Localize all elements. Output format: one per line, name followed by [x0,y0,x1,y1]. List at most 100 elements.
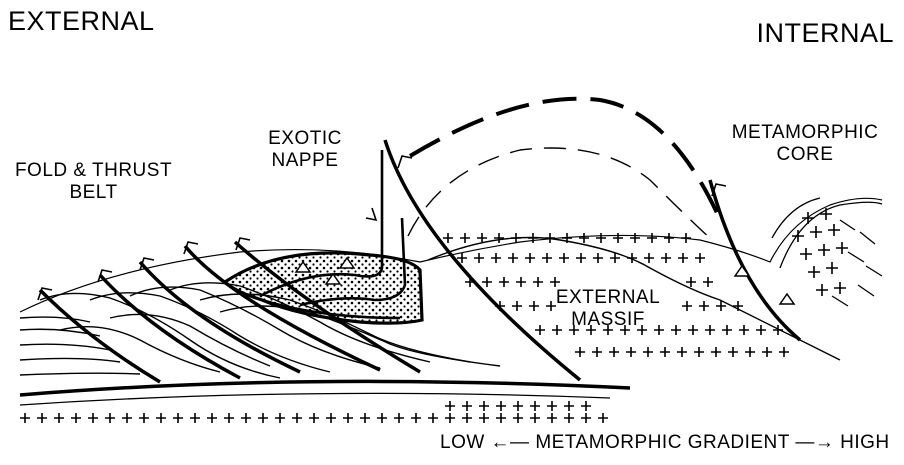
plus-symbol [156,413,166,423]
eroded-nappe-thin-dashed [408,148,712,240]
plus-symbol [462,413,472,423]
plus-symbol [496,401,506,411]
plus-symbol [122,413,132,423]
external-massif-label: EXTERNAL MASSIF [548,287,668,331]
plus-symbol [613,233,623,243]
eroded-nappe-bold-dashed [410,99,718,215]
plus-symbol [445,413,455,423]
plus-symbol [445,401,455,411]
plus-symbol [699,301,709,311]
plus-symbol [443,233,453,243]
plus-symbol [482,277,492,287]
plus-symbol [756,325,766,335]
plus-symbol [105,413,115,423]
plus-symbol [530,413,540,423]
plus-symbol [695,253,705,263]
plus-symbol [671,325,681,335]
plus-symbol [460,233,470,243]
plus-symbol [207,413,217,423]
plus-symbol [190,413,200,423]
metamorphic-core-label: METAMORPHIC CORE [725,122,885,166]
plus-symbol [530,401,540,411]
plus-symbol [779,347,789,357]
plus-symbol [513,401,523,411]
plus-symbol [529,301,539,311]
plus-symbol [630,233,640,243]
plus-symbol [37,413,47,423]
plus-symbol [745,347,755,357]
plus-symbol [71,413,81,423]
plus-symbol [479,401,489,411]
plus-symbol [647,233,657,243]
plus-symbol [542,253,552,263]
plus-symbol [550,277,560,287]
plus-symbol [728,347,738,357]
plus-symbol [547,401,557,411]
core-plus-pattern [792,208,848,296]
plus-symbol [139,413,149,423]
plus-symbol [678,253,688,263]
plus-symbol [609,347,619,357]
plus-symbol [661,253,671,263]
plus-symbol [292,413,302,423]
plus-symbol [834,282,846,294]
plus-symbol [20,413,30,423]
plus-symbol [808,266,820,278]
core-triangles [735,266,794,304]
plus-symbol [516,277,526,287]
plus-symbol [828,224,840,236]
plus-symbol [525,253,535,263]
plus-symbol [513,413,523,423]
plus-symbol [705,325,715,335]
plus-symbol [559,253,569,263]
plus-symbol [547,413,557,423]
plus-symbol [428,413,438,423]
plus-symbol [258,413,268,423]
plus-symbol [533,277,543,287]
plus-symbol [739,325,749,335]
plus-symbol [664,233,674,243]
plus-symbol [343,413,353,423]
plus-symbol [810,226,822,238]
plus-symbol [499,277,509,287]
plus-symbol [686,277,696,287]
metamorphic-gradient-label: LOW ←— METAMORPHIC GRADIENT —→ HIGH [440,432,890,454]
plus-symbol [596,233,606,243]
plus-symbol [579,233,589,243]
plus-symbol [462,401,472,411]
plus-symbol [326,413,336,423]
plus-symbol [677,347,687,357]
plus-symbol [598,413,608,423]
plus-symbol [800,248,812,260]
plus-symbol [275,413,285,423]
plus-symbol [88,413,98,423]
plus-symbol [703,277,713,287]
plus-symbol [360,413,370,423]
plus-symbol [836,242,848,254]
plus-symbol [581,401,591,411]
plus-symbol [411,413,421,423]
plus-symbol [494,233,504,243]
plus-symbol [479,413,489,423]
fold-thrust-belt-label: FOLD & THRUST BELT [6,160,181,204]
plus-symbol [576,253,586,263]
plus-symbol [643,347,653,357]
plus-symbol [564,401,574,411]
basement-plus-pattern [20,401,608,423]
plus-symbol [377,413,387,423]
plus-symbol [826,262,838,274]
plus-symbol [512,301,522,311]
plus-symbol [660,347,670,357]
external-label: EXTERNAL [8,6,155,37]
plus-symbol [474,253,484,263]
plus-symbol [818,244,830,256]
plus-symbol [491,253,501,263]
plus-symbol [309,413,319,423]
plus-symbol [535,325,545,335]
plus-symbol [593,253,603,263]
plus-symbol [224,413,234,423]
plus-symbol [508,253,518,263]
plus-symbol [688,325,698,335]
plus-symbol [173,413,183,423]
